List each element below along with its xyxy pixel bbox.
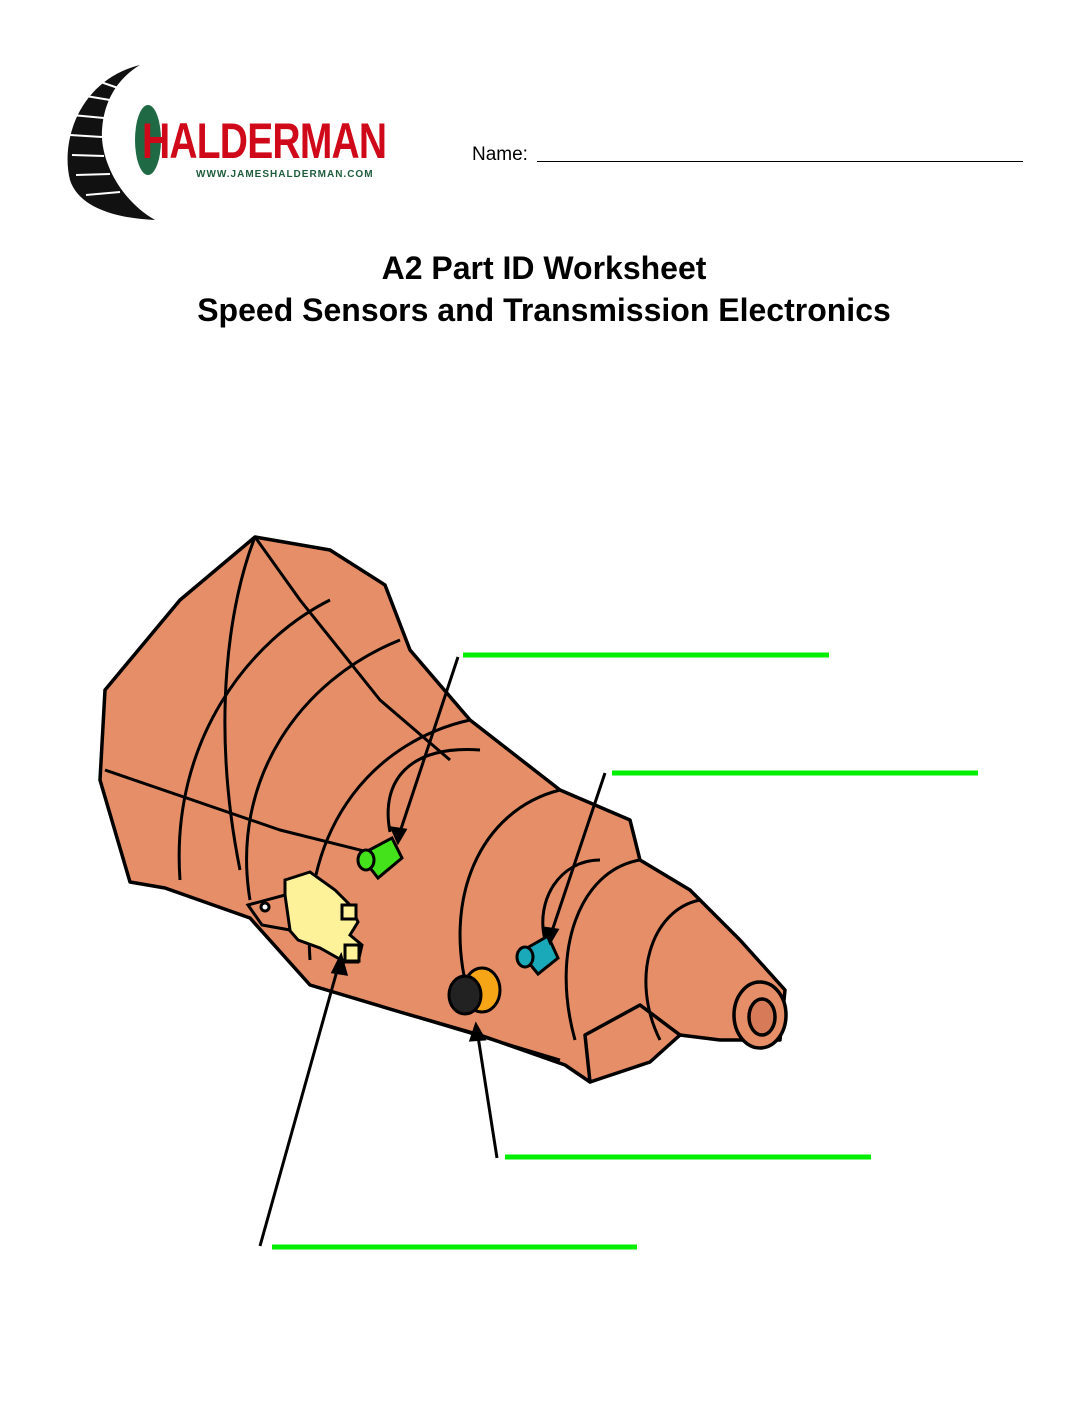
worksheet-subtitle: Speed Sensors and Transmission Electroni… [197, 292, 891, 328]
logo-brand-text: HALDERMAN [142, 113, 387, 169]
logo-tire-icon [67, 65, 161, 220]
orange-connector [447, 966, 502, 1016]
leader-lines [258, 656, 607, 1247]
name-input-line[interactable] [537, 161, 1023, 162]
green-speed-sensor [356, 835, 404, 881]
transmission-housing [98, 535, 788, 1084]
worksheet-title: A2 Part ID Worksheet [381, 250, 707, 286]
teal-speed-sensor [515, 933, 560, 977]
name-label: Name: [472, 144, 528, 165]
logo-url-text: WWW.JAMESHALDERMAN.COM [196, 169, 374, 180]
yellow-control-module [245, 870, 364, 964]
